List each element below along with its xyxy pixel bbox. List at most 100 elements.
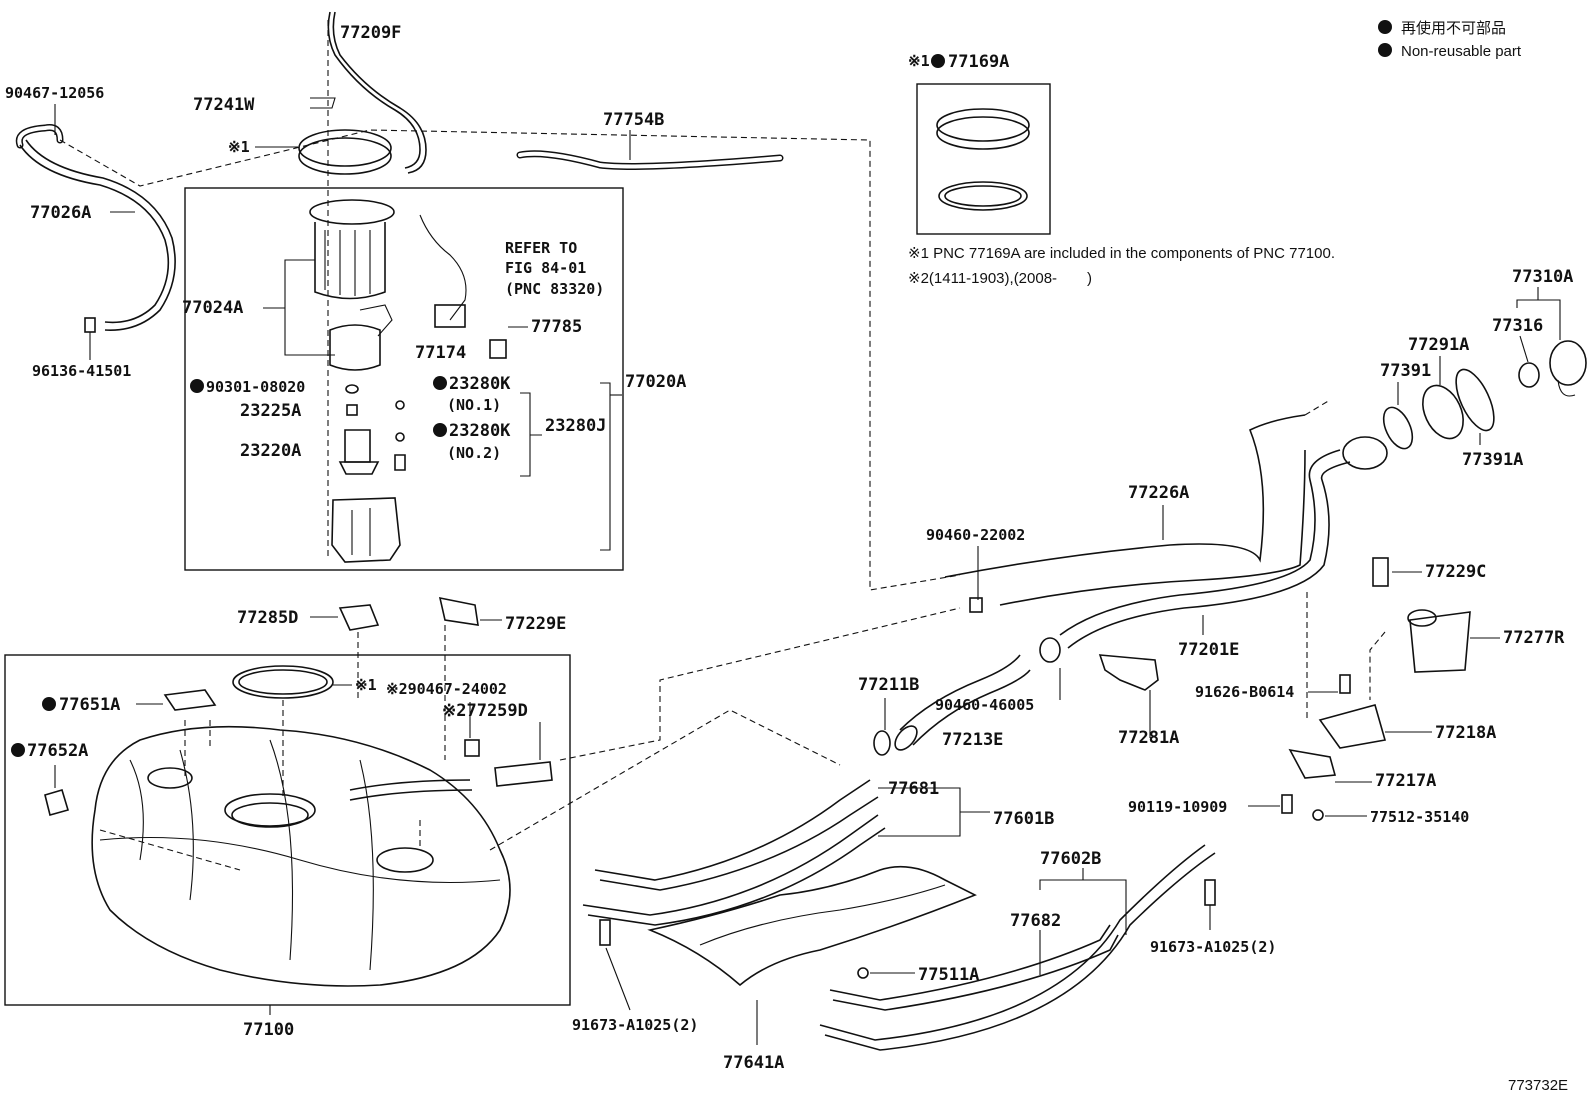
breather-tube-77226A xyxy=(944,414,1306,578)
fuel-pump-23220A xyxy=(344,429,371,463)
inset-77169A: ※1 77169A xyxy=(908,52,1051,235)
clamp-77241W xyxy=(310,97,336,109)
inlet-pipe-edge xyxy=(1067,461,1351,649)
sender-unit xyxy=(329,324,381,371)
strap-77682 xyxy=(829,924,1111,1001)
callout-23280K-2: 23280K xyxy=(449,421,511,441)
bolt-91673-left xyxy=(599,919,611,946)
connection-dash xyxy=(59,129,961,591)
bracket-23280J xyxy=(520,392,542,477)
gasket-77391A xyxy=(1455,368,1495,432)
non-reusable-dot-icon xyxy=(931,54,945,68)
tank-pump-opening xyxy=(224,793,316,827)
leader-77024A xyxy=(263,259,335,356)
clip-96136 xyxy=(84,317,96,333)
cap-tether xyxy=(1557,379,1576,397)
straps-and-protector: 77681 77601B 77641A 77511A 77602B 77682 … xyxy=(572,779,1276,1073)
clamp-77211B xyxy=(873,730,891,756)
callout-77651A: 77651A xyxy=(59,695,120,715)
callout-77169A: 77169A xyxy=(948,52,1009,72)
non-reusable-dot-icon xyxy=(1378,43,1392,57)
fuel-pump-assembly: 77024A 77174 77785 REFER TO FIG 84-01 (P… xyxy=(182,187,686,571)
callout-77100: 77100 xyxy=(243,1020,294,1040)
leader-77310A xyxy=(1516,287,1561,340)
lock-ring-edge xyxy=(298,137,392,175)
vent-tube-77026A xyxy=(19,144,170,324)
tank-vent-pipe xyxy=(349,779,471,791)
leader-77316 xyxy=(1519,335,1529,363)
callout-77785: 77785 xyxy=(531,317,582,337)
callout-77512-35140: 77512-35140 xyxy=(1370,808,1469,826)
bolt-91626 xyxy=(1339,674,1351,694)
callout-90467-24002: ※290467-24002 xyxy=(386,680,507,698)
strap-77681-edge xyxy=(599,796,879,891)
callout-77259D: ※277259D xyxy=(442,701,528,721)
lock-ring xyxy=(936,108,1030,142)
pump-flange xyxy=(309,199,395,225)
callout-23280J: 23280J xyxy=(545,416,606,436)
callout-77391: 77391 xyxy=(1380,361,1431,381)
refer-line-1: REFER TO xyxy=(505,239,577,257)
refer-line-2: FIG 84-01 xyxy=(505,259,586,277)
bracket-77020A xyxy=(600,382,611,551)
callout-23280K-1: 23280K xyxy=(449,374,511,394)
seal-77291A xyxy=(1422,384,1464,440)
callout-77511A: 77511A xyxy=(918,965,979,985)
non-reusable-dot-icon xyxy=(433,376,447,390)
bracket-77601B xyxy=(878,787,990,837)
bracket-77281A xyxy=(1098,654,1159,691)
filler-area: 77226A 77201E 77310A 77316 77291A 77391 … xyxy=(858,267,1587,826)
leader-91673-left xyxy=(605,947,631,1011)
callout-77652A: 77652A xyxy=(27,741,88,761)
cap-77316 xyxy=(1518,362,1540,388)
bracket-77218A xyxy=(1318,704,1387,749)
lock-ring-edge xyxy=(936,116,1030,150)
inlet-pipe-77201E xyxy=(1059,449,1341,636)
non-reusable-dot-icon xyxy=(1378,20,1392,34)
strap-2 xyxy=(582,814,879,916)
pad-77652A xyxy=(44,789,70,816)
tube-77209F-edge xyxy=(332,11,427,174)
callout-90467-12056: 90467-12056 xyxy=(5,84,104,102)
callout-mark: ※1 xyxy=(355,676,377,694)
clamp-90460-46005 xyxy=(1039,637,1061,663)
callout-77391A: 77391A xyxy=(1462,450,1523,470)
top-left-parts: 77209F 77241W ※1 90467-12056 77026A 9613… xyxy=(5,11,961,591)
connector-77785 xyxy=(489,339,507,359)
legend-line-2: Non-reusable part xyxy=(1401,43,1522,60)
non-reusable-dot-icon xyxy=(433,423,447,437)
callout-77601B: 77601B xyxy=(993,809,1054,829)
fuel-tank-assembly: ※1 77651A 77652A ※290467-24002 ※277259D … xyxy=(4,596,961,1040)
non-reusable-dot-icon xyxy=(190,379,204,393)
pump-bucket xyxy=(331,497,401,563)
figure-id: 773732E xyxy=(1508,1077,1568,1094)
callout-23225A: 23225A xyxy=(240,401,301,421)
gasket-ring xyxy=(232,665,334,699)
bracket-77602B xyxy=(1039,868,1127,935)
breather-tube-2 xyxy=(999,449,1306,606)
pad-77651A xyxy=(163,689,217,711)
callout-90301-08020: 90301-08020 xyxy=(206,378,305,396)
wire-harness xyxy=(419,214,467,321)
callout-77020A: 77020A xyxy=(625,372,686,392)
tank-box xyxy=(4,654,571,1006)
hose-77213E-edge xyxy=(912,669,1031,746)
strap-3-edge xyxy=(824,852,1216,1051)
callout-77218A: 77218A xyxy=(1435,723,1496,743)
pump-assembly-box xyxy=(184,187,624,571)
bolt-91673-right xyxy=(1204,879,1216,906)
callout-91626-B0614: 91626-B0614 xyxy=(1195,683,1294,701)
hose-77259D xyxy=(494,761,553,787)
callout-77217A: 77217A xyxy=(1375,771,1436,791)
callout-77641A: 77641A xyxy=(723,1053,784,1073)
lock-ring-77169A xyxy=(298,129,392,167)
callout-91673-A1025-left: 91673-A1025(2) xyxy=(572,1016,698,1034)
pump-base xyxy=(338,461,380,475)
clip-77512 xyxy=(1312,809,1324,821)
legend-line-1: 再使用不可部品 xyxy=(1401,20,1506,37)
callout-mark: ※1 xyxy=(228,138,250,156)
callout-no2: (NO.2) xyxy=(447,444,501,462)
clip-77511A xyxy=(857,967,869,979)
callout-91673-A1025-right: 91673-A1025(2) xyxy=(1150,938,1276,956)
callout-77316: 77316 xyxy=(1492,316,1543,336)
